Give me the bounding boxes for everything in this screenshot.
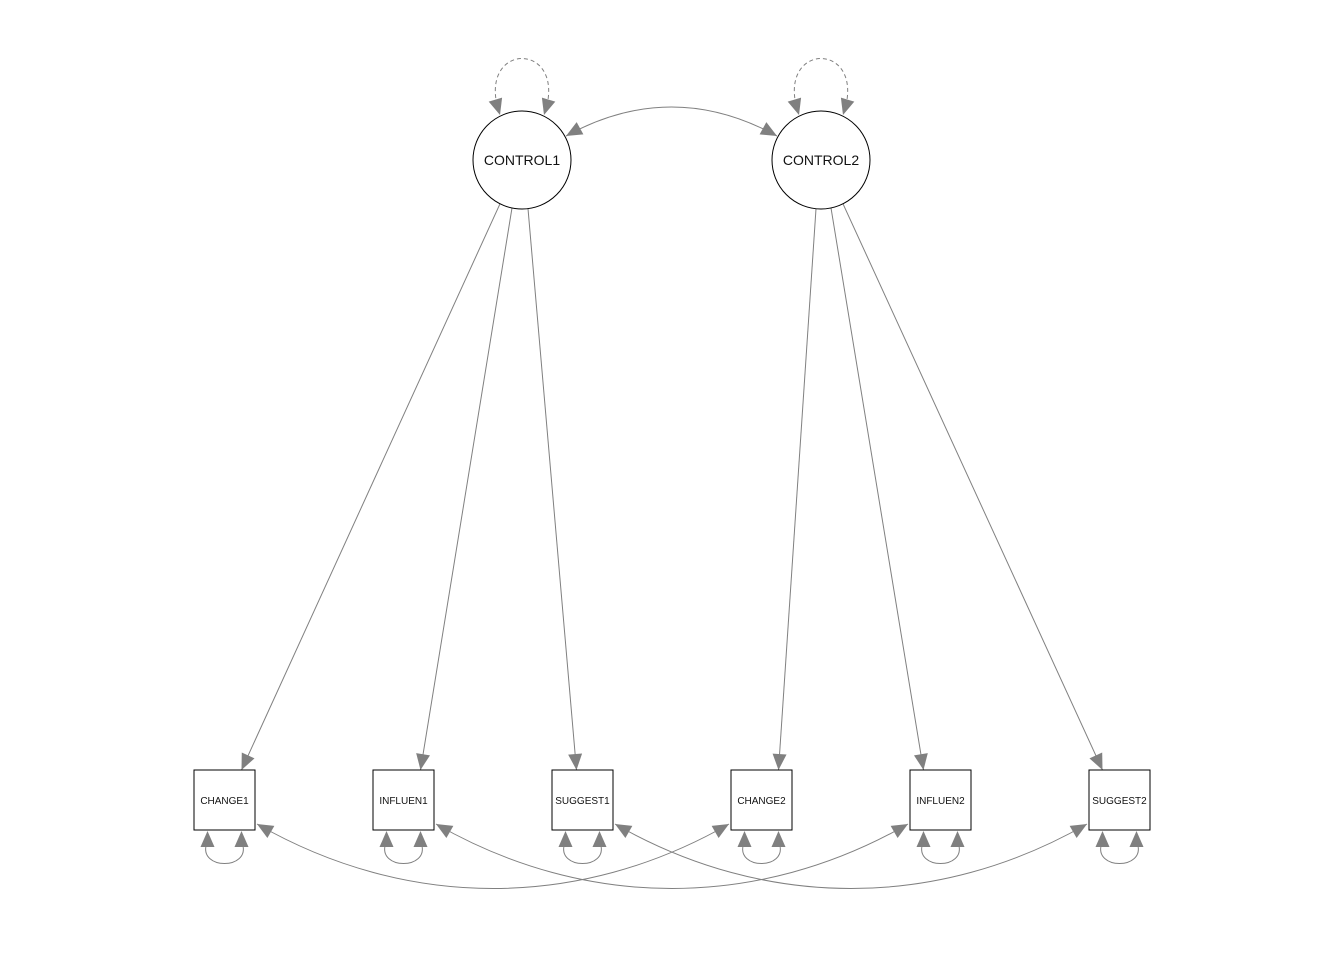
arrowhead-cov-control2 xyxy=(759,122,777,136)
arrowhead-res-right-influen1 xyxy=(413,831,428,847)
arrowhead-res-left-suggest2 xyxy=(1095,831,1110,847)
residual-covariance-suggest1-suggest2 xyxy=(614,823,1088,889)
arrowhead-var-right-control2 xyxy=(840,97,855,115)
arrowhead-res-right-suggest1 xyxy=(592,831,607,847)
residual-loop-influen2 xyxy=(921,843,960,864)
manifest-node-suggest2: SUGGEST2 xyxy=(1088,769,1151,831)
arrowhead-res-left-influen1 xyxy=(379,831,394,847)
arrowhead-res-left-suggest1 xyxy=(558,831,573,847)
residual-loop-suggest1 xyxy=(563,843,602,864)
residual-loop-suggest2 xyxy=(1100,843,1139,864)
arrowhead-rescov-suggest1 xyxy=(615,824,633,839)
arrowhead-rescov-change1 xyxy=(257,824,275,839)
latent-node-control1: CONTROL1 xyxy=(472,110,572,210)
arrowhead-rescov-change2 xyxy=(711,824,729,839)
arrowhead-control2-change2 xyxy=(772,753,787,770)
loading-control1-change1 xyxy=(241,203,501,771)
residual-loop-change2 xyxy=(742,843,781,864)
arrowhead-var-left-control1 xyxy=(488,97,503,115)
edges-layer xyxy=(200,58,1144,889)
covariance-control1-control2 xyxy=(565,106,778,137)
loading-control2-change2 xyxy=(778,208,817,771)
loading-control2-influen2 xyxy=(830,207,924,771)
arrowhead-control2-suggest2 xyxy=(1089,752,1103,770)
residual-loop-change1 xyxy=(205,843,244,864)
loading-control1-influen1 xyxy=(420,207,513,771)
latent-node-control2: CONTROL2 xyxy=(771,110,871,210)
arrowhead-res-left-influen2 xyxy=(916,831,931,847)
variance-loop-control2 xyxy=(793,58,849,106)
arrowhead-res-right-change1 xyxy=(234,831,249,847)
residual-covariance-change1-change2 xyxy=(256,823,730,889)
arrowhead-control1-change1 xyxy=(241,752,255,770)
latent-label-control2: CONTROL2 xyxy=(783,152,859,168)
loading-control2-suggest2 xyxy=(842,203,1103,771)
manifest-label-change2: CHANGE2 xyxy=(737,796,786,807)
manifest-label-influen2: INFLUEN2 xyxy=(916,796,965,807)
arrowhead-var-left-control2 xyxy=(787,97,802,115)
manifest-node-influen2: INFLUEN2 xyxy=(909,769,972,831)
arrowhead-res-right-influen2 xyxy=(950,831,965,847)
manifest-node-change1: CHANGE1 xyxy=(193,769,256,831)
arrowhead-var-right-control1 xyxy=(541,97,556,115)
manifest-node-change2: CHANGE2 xyxy=(730,769,793,831)
manifest-label-change1: CHANGE1 xyxy=(200,796,249,807)
loading-control1-suggest1 xyxy=(527,208,577,771)
arrowhead-res-left-change2 xyxy=(737,831,752,847)
arrowhead-control1-influen1 xyxy=(416,753,430,770)
arrowhead-res-left-change1 xyxy=(200,831,215,847)
arrowhead-res-right-suggest2 xyxy=(1129,831,1144,847)
arrowhead-control1-suggest1 xyxy=(568,753,583,770)
residual-loop-influen1 xyxy=(384,843,423,864)
arrowhead-rescov-influen2 xyxy=(890,824,908,839)
manifest-node-suggest1: SUGGEST1 xyxy=(551,769,614,831)
arrowhead-cov-control1 xyxy=(566,122,584,136)
manifest-node-influen1: INFLUEN1 xyxy=(372,769,435,831)
arrowhead-rescov-suggest2 xyxy=(1069,824,1087,839)
manifest-label-suggest1: SUGGEST1 xyxy=(555,796,610,807)
manifest-label-suggest2: SUGGEST2 xyxy=(1092,796,1147,807)
arrowhead-rescov-influen1 xyxy=(436,824,454,839)
arrowhead-res-right-change2 xyxy=(771,831,786,847)
manifest-label-influen1: INFLUEN1 xyxy=(379,796,428,807)
nodes-layer: CONTROL1 CONTROL2 CHANGE1 INFLUEN1 SUGGE… xyxy=(193,110,1151,831)
latent-label-control1: CONTROL1 xyxy=(484,152,560,168)
variance-loop-control1 xyxy=(494,58,550,106)
residual-covariance-influen1-influen2 xyxy=(435,823,909,889)
arrowhead-control2-influen2 xyxy=(913,753,928,770)
